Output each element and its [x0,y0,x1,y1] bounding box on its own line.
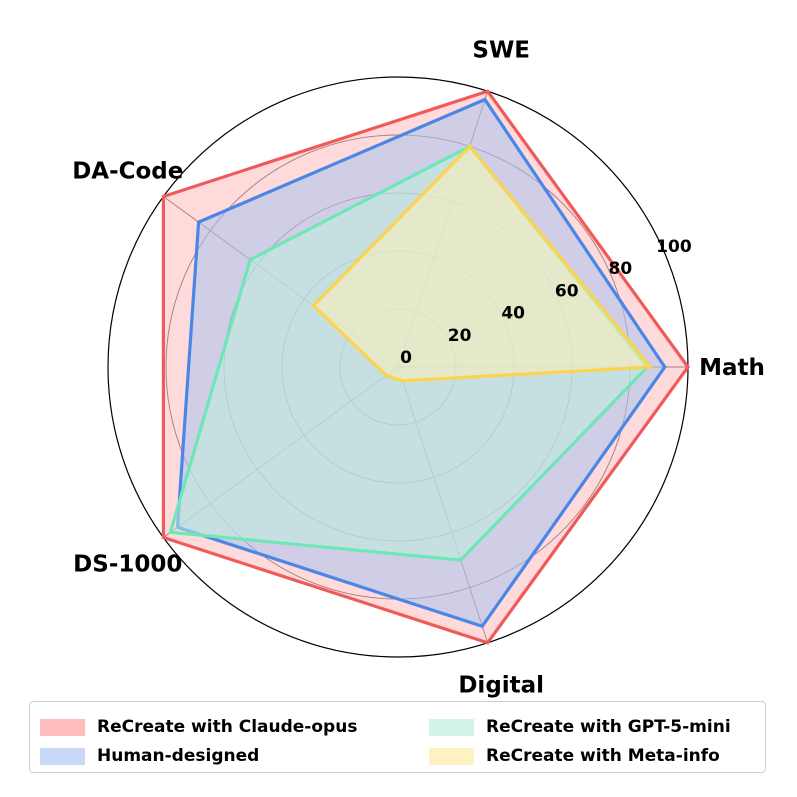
radial-tick-label: 80 [609,259,633,279]
legend-swatch-claude-opus [40,718,85,736]
legend-item-claude-opus: ReCreate with Claude-opus [40,714,357,740]
legend-item-meta-info: ReCreate with Meta-info [429,743,720,769]
legend-label-human-designed: Human-designed [97,746,260,766]
legend-label-gpt-5-mini: ReCreate with GPT-5-mini [486,717,731,737]
radial-tick-label: 40 [501,304,525,324]
legend: ReCreate with Claude-opus Human-designed… [29,701,766,773]
axis-label-digital: Digital [458,673,544,699]
axis-label-ds-1000: DS-1000 [73,551,182,577]
legend-item-gpt-5-mini: ReCreate with GPT-5-mini [429,714,731,740]
legend-label-meta-info: ReCreate with Meta-info [486,746,720,766]
legend-swatch-gpt-5-mini [429,718,474,736]
legend-label-claude-opus: ReCreate with Claude-opus [97,717,358,737]
radial-tick-label: 20 [448,326,472,346]
radial-tick-label: 0 [400,348,412,368]
radar-series [161,89,690,645]
radial-tick-label: 100 [656,237,692,257]
legend-item-human-designed: Human-designed [40,743,259,769]
series-recreate-with-meta-info [311,144,654,383]
legend-swatch-human-designed [40,747,85,765]
axis-label-swe: SWE [472,37,530,63]
radial-tick-label: 60 [555,281,579,301]
axis-label-da-code: DA-Code [72,159,183,185]
legend-swatch-meta-info [429,747,474,765]
axis-label-math: Math [699,355,765,381]
